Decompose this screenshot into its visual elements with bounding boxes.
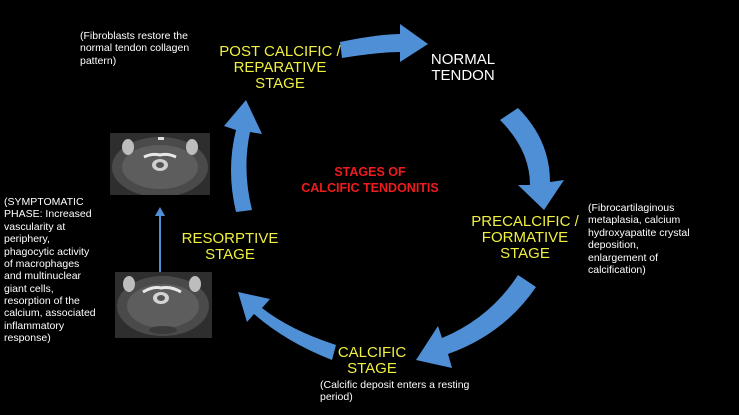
note-calcific: (Calcific deposit enters a resting perio… — [320, 379, 470, 404]
arrow-precalcific-to-calcific — [416, 275, 536, 368]
ct-scan-lower — [115, 272, 212, 338]
stage-precalcific: PRECALCIFIC / FORMATIVE STAGE — [471, 213, 579, 263]
arrow-resorptive-to-post — [224, 100, 262, 212]
note-resorptive: (SYMPTOMATIC PHASE: Increased vascularit… — [4, 196, 96, 345]
stage-post-calcific: POST CALCIFIC / REPARATIVE STAGE — [219, 43, 341, 93]
arrow-post-to-normal — [340, 24, 428, 62]
ct-scan-upper — [110, 133, 210, 195]
stage-calcific: CALCIFIC STAGE — [337, 344, 407, 378]
arrow-calcific-to-resorptive — [238, 292, 336, 360]
arrow-normal-to-precalcific — [500, 108, 564, 210]
ct-link-arrow-head — [155, 207, 165, 216]
note-post-calcific: (Fibroblasts restore the normal tendon c… — [80, 30, 190, 67]
note-precalcific: (Fibrocartilaginous metaplasia, calcium … — [588, 202, 690, 276]
stage-resorptive: RESORPTIVE STAGE — [181, 230, 279, 264]
diagram-title: STAGES OF CALCIFIC TENDONITIS — [301, 165, 439, 195]
stage-normal-tendon: NORMAL TENDON — [430, 51, 496, 85]
